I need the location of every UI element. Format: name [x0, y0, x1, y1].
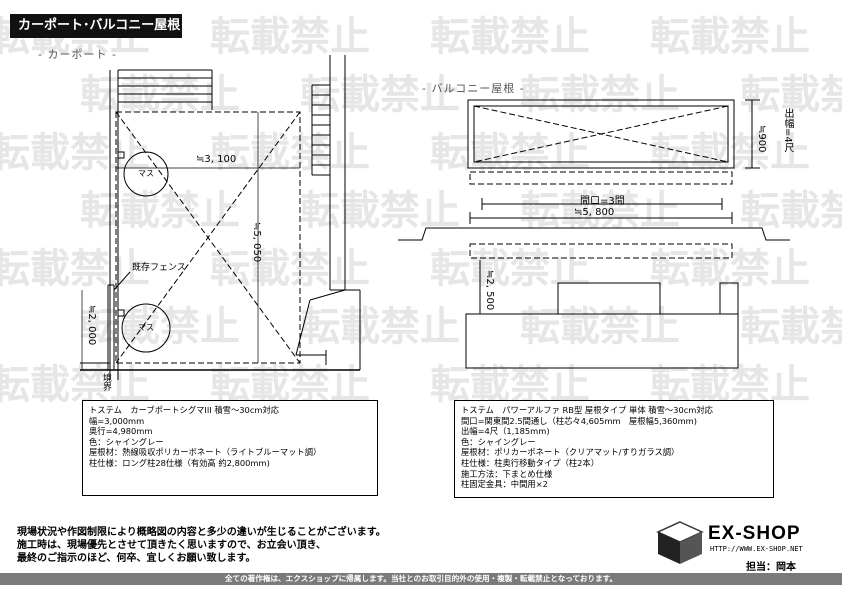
balcony-spec-line: 屋根材：ポリカーボネート（クリアマット/すりガラス調）: [461, 447, 680, 458]
carport-spec-box: トステム カーブポートシグマIII 積雪～30cm対応 幅=3,000mm 奥行…: [82, 400, 378, 496]
watermark-text: 転載禁止: [740, 304, 842, 350]
watermark-text: 転載禁止: [650, 14, 810, 60]
carport-spec-line: 幅=3,000mm: [89, 415, 145, 426]
watermark-text: 転載禁止: [520, 304, 680, 350]
balcony-spec-line: 施工方法：下まとめ仕様: [461, 468, 553, 479]
existing-fence-label: 既存フェンス: [132, 263, 186, 273]
balcony-spec-line: トステム パワーアルファ RB型 屋根タイプ 単体 積雪～30cm対応: [461, 405, 713, 415]
copyright-footer: 全ての著作権は、エクスショップに帰属します。当社とのお取引目的外の使用・複製・転…: [0, 573, 842, 585]
carport-spec-line: トステム カーブポートシグマIII 積雪～30cm対応: [89, 405, 280, 415]
balcony-spec-line: 柱仕様：柱奥行移動タイプ（柱2本）: [461, 457, 600, 468]
watermark-text: 転載禁止: [650, 246, 810, 292]
watermark-text: 転載禁止: [0, 246, 150, 292]
balcony-spec-line: 色：シャイングレー: [461, 436, 536, 447]
carport-spec-line: 屋根材：熱線吸収ポリカーボネート（ライトブルーマット調）: [89, 447, 322, 458]
balcony-section-label: - バルコニー屋根 -: [422, 82, 525, 95]
note-line: 施工時は、現場優先とさせて頂きたく思いますので、お立会い頂き、: [17, 540, 326, 551]
boundary-label: 境界: [101, 373, 111, 391]
watermark-text: 転載禁止: [80, 304, 240, 350]
carport-section-label: - カーポート -: [38, 48, 117, 61]
construction-notes: 現場状況や作図制限により概略図の内容と多少の違いが生じることがございます。 施工…: [17, 526, 386, 565]
mas-label-top: マス: [138, 169, 154, 178]
note-line: 最終のご指示のほど、何卒、宜しくお願い致します。: [17, 553, 256, 564]
ex-shop-url: HTTP://WWW.EX-SHOP.NET: [710, 545, 803, 553]
carport-width-dimension: ≒3, 100: [196, 154, 237, 165]
carport-depth-dimension: ≒5, 050: [251, 222, 262, 263]
ex-shop-logo-text: EX-SHOP: [708, 523, 801, 544]
watermark-text: 転載禁止: [80, 72, 240, 118]
watermark-text: 転載禁止: [740, 188, 842, 234]
watermark-text: 転載禁止: [80, 188, 240, 234]
carport-height-dimension: ≒2, 000: [86, 305, 97, 346]
balcony-spec-line: 出幅=4尺（1,185mm): [461, 426, 550, 437]
watermark-text: 転載禁止: [430, 246, 590, 292]
ex-shop-cube-icon: [656, 521, 704, 564]
balcony-frontage-dimension: 間口=3間: [580, 196, 625, 207]
staff-in-charge: 担当：岡本: [746, 562, 796, 573]
note-line: 現場状況や作図制限により概略図の内容と多少の違いが生じることがございます。: [17, 527, 386, 538]
carport-spec-line: 柱仕様：ロング柱28仕様（有効高 約2,800mm): [89, 457, 270, 468]
balcony-spec-line: 間口=関東間2.5間通し（柱芯々4,605mm 屋根幅5,360mm): [461, 415, 697, 426]
carport-spec-line: 奥行=4,980mm: [89, 426, 153, 437]
watermark-text: 転載禁止: [520, 188, 680, 234]
balcony-projection-dimension: ≒900: [756, 125, 767, 153]
balcony-spec-box: トステム パワーアルファ RB型 屋根タイプ 単体 積雪～30cm対応 間口=関…: [454, 400, 774, 498]
page-title: カーポート･バルコニー屋根: [10, 14, 182, 38]
watermark-text: 転載禁止: [300, 188, 460, 234]
balcony-spec-line: 柱固定金具：中間用×2: [461, 479, 548, 490]
watermark-text: 転載禁止: [300, 304, 460, 350]
balcony-height-dimension: ≒2, 500: [484, 270, 495, 311]
balcony-projection-label: 出幅=4尺: [782, 108, 793, 153]
watermark-text: 転載禁止: [210, 14, 370, 60]
carport-spec-line: 色：シャイングレー: [89, 436, 164, 447]
watermark-text: 転載禁止: [740, 72, 842, 118]
watermark-text: 転載禁止: [430, 14, 590, 60]
balcony-total-width-dimension: ≒5, 800: [574, 207, 615, 218]
watermark-text: 転載禁止: [210, 246, 370, 292]
mas-label-bottom: マス: [138, 323, 154, 332]
watermark-text: 転載禁止: [520, 72, 680, 118]
